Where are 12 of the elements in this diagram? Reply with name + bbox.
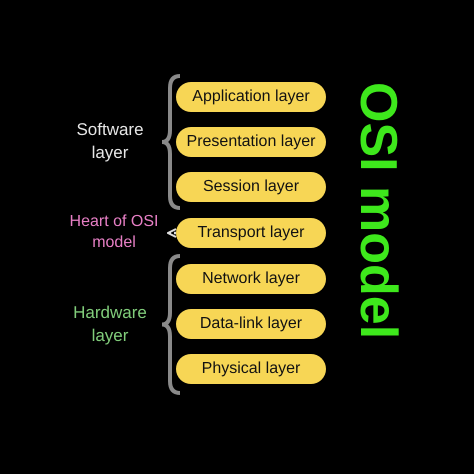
layer-box: Session layer <box>176 172 326 202</box>
layer-box: Physical layer <box>176 354 326 384</box>
layer-box: Application layer <box>176 82 326 112</box>
annotation-text: Heart of OSI model <box>62 211 166 253</box>
title: OSI model <box>350 82 406 340</box>
group-label: Software layer <box>75 119 145 164</box>
layer-box: Presentation layer <box>176 127 326 157</box>
arrow <box>167 228 177 238</box>
layer-box: Data-link layer <box>176 309 326 339</box>
layer-box: Transport layer <box>176 218 326 248</box>
layer-box: Network layer <box>176 264 326 294</box>
group-label: Hardware layer <box>72 302 148 347</box>
